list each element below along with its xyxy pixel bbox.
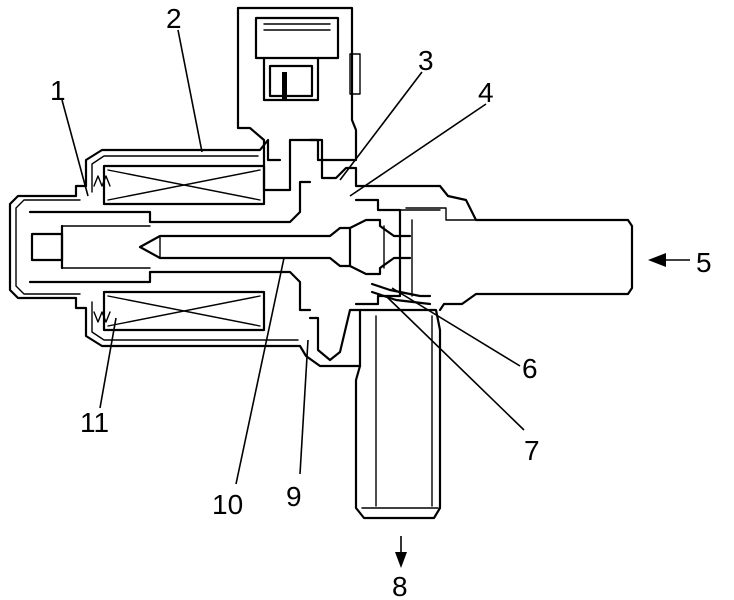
label-8: 8 [392, 571, 408, 600]
label-1: 1 [50, 75, 66, 106]
label-10: 10 [212, 489, 243, 520]
outlet-pipe [354, 308, 442, 520]
plunger-needle [138, 226, 352, 268]
label-9: 9 [286, 481, 302, 512]
label-3: 3 [418, 45, 434, 76]
leader-lines [61, 29, 525, 485]
label-5: 5 [696, 247, 712, 278]
valve-body [308, 138, 450, 362]
label-4: 4 [478, 77, 494, 108]
outlet-flow-arrow [395, 536, 407, 568]
label-6: 6 [522, 353, 538, 384]
electrical-connector [236, 6, 361, 192]
core-sleeve [28, 180, 312, 312]
solenoid-coil-upper [93, 164, 266, 206]
inlet-flow-arrow [648, 253, 690, 267]
inlet-pipe [399, 184, 634, 312]
solenoid-coil-lower [93, 290, 266, 332]
label-7: 7 [524, 435, 540, 466]
label-11: 11 [80, 407, 109, 438]
label-2: 2 [166, 3, 182, 34]
outer-casing [8, 138, 362, 368]
